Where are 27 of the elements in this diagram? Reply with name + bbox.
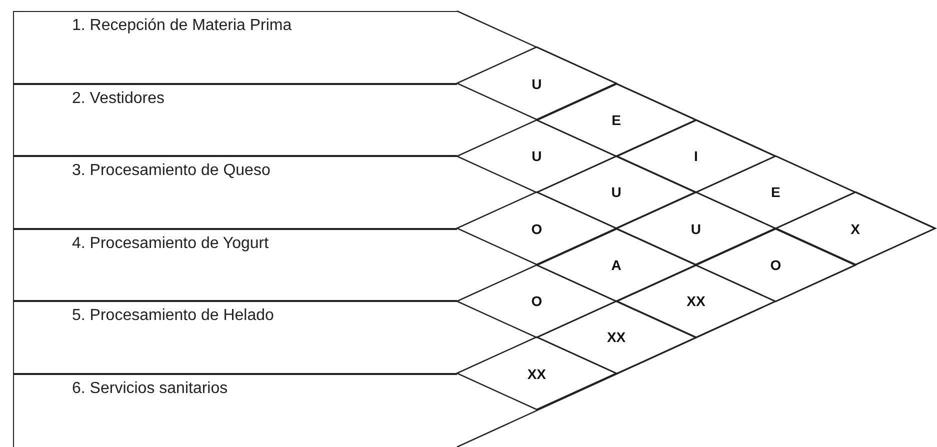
relationship-code: X [850,220,860,236]
activity-label: 5. Procesamiento de Helado [72,307,274,325]
activity-row [13,301,457,374]
activity-label: 1. Recepción de Materia Prima [72,17,292,35]
relationship-code: E [612,112,621,128]
activity-row [13,84,457,156]
relationship-code: A [611,256,622,273]
relationship-code: XX [606,329,626,346]
relationship-code: I [694,148,698,164]
relationship-code: O [531,220,542,236]
activity-row [13,11,457,84]
activity-label: 6. Servicios sanitarios [72,380,228,398]
relationship-code: O [770,256,782,273]
relationship-code: XX [686,293,706,309]
relationship-code: U [690,220,702,236]
relationship-code: O [531,293,542,309]
relationship-code: E [770,184,780,200]
relationship-code: U [532,76,542,92]
relationship-code: XX [527,366,546,382]
activity-row [13,228,457,301]
relationship-code: U [532,148,542,164]
activity-label: 3. Procesamiento de Queso [72,162,270,180]
activity-row [13,374,457,447]
activity-label: 2. Vestidores [72,90,164,108]
activity-row [13,156,457,228]
activity-label: 4. Procesamiento de Yogurt [72,234,269,252]
relationship-code: U [611,184,622,200]
